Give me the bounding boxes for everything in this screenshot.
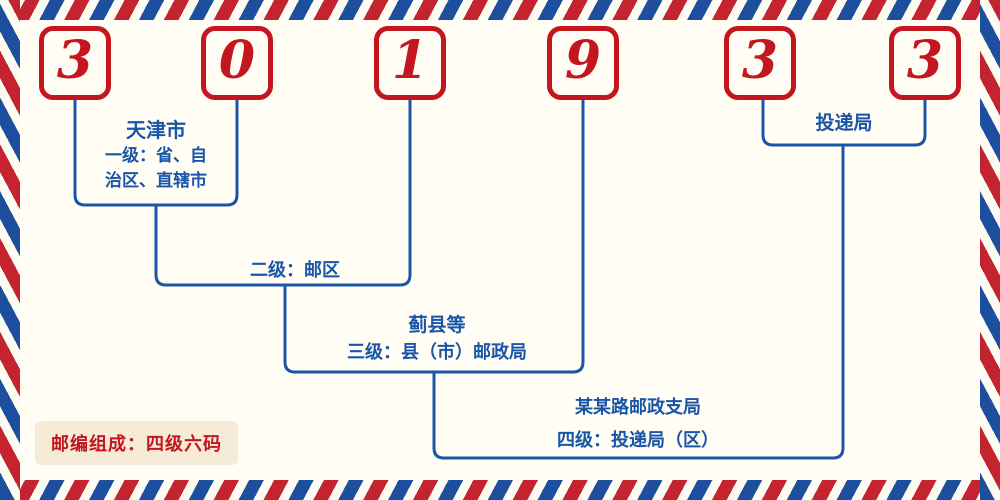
label-level1-desc-line1: 一级：省、自 [105, 146, 207, 166]
airmail-border-top [0, 0, 1000, 20]
label-level1-city: 天津市 [126, 118, 186, 142]
digit-box-4: 9 [547, 26, 619, 100]
postal-digit-2: 0 [218, 30, 256, 91]
label-level3-desc: 三级：县（市）邮政局 [347, 342, 527, 363]
postal-digit-1: 3 [56, 30, 94, 91]
digit-box-6: 3 [889, 26, 961, 100]
label-delivery-office: 投递局 [815, 112, 873, 134]
postal-digit-5: 3 [741, 30, 779, 91]
label-level4-desc: 四级：投递局（区） [557, 430, 719, 451]
label-level1-desc: 一级：省、自 治区、直辖市 [76, 144, 236, 193]
digit-box-1: 3 [39, 26, 111, 100]
airmail-border-right [980, 0, 1000, 500]
digit-box-2: 0 [201, 26, 273, 100]
footer-note-badge: 邮编组成：四级六码 [35, 421, 238, 465]
label-level3-county: 蓟县等 [408, 314, 466, 336]
connector-level4 [432, 145, 845, 460]
airmail-border-left [0, 0, 20, 500]
digit-box-3: 1 [374, 26, 446, 100]
digit-box-5: 3 [724, 26, 796, 100]
label-level1-desc-line2: 治区、直辖市 [105, 170, 207, 191]
label-level4-branch: 某某路邮政支局 [575, 397, 701, 418]
postal-digit-6: 3 [906, 30, 944, 91]
airmail-border-bottom [0, 480, 1000, 500]
connector-level2 [154, 100, 412, 287]
label-level2-desc: 二级：邮区 [250, 260, 340, 281]
postal-digit-4: 9 [564, 30, 602, 91]
bracket-delivery [761, 100, 927, 147]
postal-digit-3: 1 [391, 30, 429, 91]
